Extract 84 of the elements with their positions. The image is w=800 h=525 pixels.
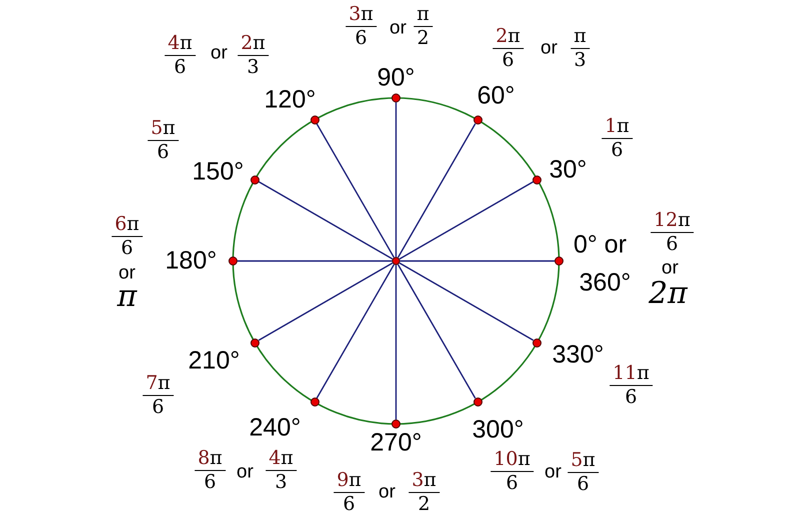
angle-label: 30° bbox=[549, 158, 587, 182]
fraction-denominator: 6 bbox=[342, 493, 356, 514]
or-label: or bbox=[210, 44, 228, 62]
radius-line bbox=[397, 123, 476, 258]
fraction-numerator: 6π bbox=[112, 215, 142, 237]
fraction-denominator: 6 bbox=[152, 396, 164, 417]
radius-line bbox=[397, 264, 476, 399]
fraction-denominator: 6 bbox=[610, 139, 624, 160]
or-label: or bbox=[540, 38, 558, 58]
fraction-denominator: 6 bbox=[502, 49, 514, 70]
angle-label: 270° bbox=[370, 430, 422, 456]
fraction-numerator: 10π bbox=[490, 450, 534, 472]
fraction-numerator: 3π bbox=[408, 471, 440, 493]
angle-label: 60° bbox=[477, 84, 515, 108]
fraction-denominator: 3 bbox=[274, 471, 288, 492]
fraction-denominator: 6 bbox=[354, 27, 368, 48]
fraction-numerator: 7π bbox=[142, 374, 174, 396]
or-label: or bbox=[118, 264, 136, 282]
fraction-numerator: 8π bbox=[194, 449, 226, 471]
radian-label: π bbox=[117, 282, 137, 312]
fraction-denominator: 2 bbox=[416, 27, 430, 48]
fraction-numerator: 12π bbox=[650, 211, 694, 233]
point-marker bbox=[310, 115, 319, 124]
fraction-numerator: 2π bbox=[238, 34, 268, 56]
center-point bbox=[392, 257, 400, 265]
angle-label: 330° bbox=[552, 342, 604, 368]
fraction-numerator: π bbox=[570, 27, 590, 49]
point-marker bbox=[532, 338, 542, 347]
point-marker bbox=[392, 420, 400, 428]
angle-label: 120° bbox=[264, 88, 316, 112]
radius-line bbox=[395, 102, 397, 257]
angle-label: 0° or bbox=[573, 232, 627, 258]
angle-label: 240° bbox=[249, 416, 301, 440]
point-marker bbox=[310, 398, 319, 407]
or-label: or bbox=[544, 462, 562, 482]
or-label: or bbox=[662, 258, 678, 278]
fraction-denominator: 2 bbox=[418, 493, 430, 514]
angle-label: 210° bbox=[188, 348, 240, 374]
radius-line bbox=[238, 260, 392, 262]
fraction-numerator: 5π bbox=[148, 119, 178, 141]
angle-label: 180° bbox=[165, 248, 217, 274]
fraction-denominator: 6 bbox=[624, 386, 638, 407]
radius-line bbox=[258, 181, 393, 260]
fraction-numerator: 5π bbox=[568, 451, 598, 473]
point-marker bbox=[250, 175, 260, 184]
angle-label: 360° bbox=[579, 270, 631, 296]
point-marker bbox=[392, 94, 400, 102]
fraction-denominator: 3 bbox=[246, 56, 260, 77]
radius-line bbox=[258, 262, 393, 341]
angle-label: 150° bbox=[192, 160, 244, 184]
point-marker bbox=[473, 115, 482, 124]
fraction-numerator: 11π bbox=[610, 364, 652, 386]
fraction-denominator: 3 bbox=[574, 49, 586, 70]
radius-line bbox=[316, 123, 395, 258]
radian-label: 2π bbox=[648, 279, 688, 309]
fraction-denominator: 6 bbox=[156, 141, 170, 162]
angle-label: 300° bbox=[472, 418, 524, 442]
fraction-numerator: π bbox=[414, 5, 432, 27]
fraction-numerator: 3π bbox=[346, 5, 376, 27]
radius-line bbox=[316, 264, 395, 399]
fraction-denominator: 6 bbox=[506, 472, 518, 493]
or-label: or bbox=[236, 462, 254, 482]
angle-label: 90° bbox=[377, 66, 415, 90]
fraction-numerator: 2π bbox=[492, 27, 524, 49]
point-marker bbox=[250, 338, 260, 347]
or-label: or bbox=[390, 18, 406, 38]
fraction-numerator: 4π bbox=[164, 34, 196, 56]
point-marker bbox=[473, 398, 482, 407]
fraction-numerator: 4π bbox=[266, 449, 296, 471]
radius-line bbox=[399, 262, 534, 341]
fraction-numerator: 1π bbox=[602, 117, 632, 139]
fraction-denominator: 6 bbox=[204, 471, 216, 492]
fraction-denominator: 6 bbox=[174, 56, 186, 77]
fraction-denominator: 6 bbox=[666, 233, 678, 254]
fraction-numerator: 9π bbox=[334, 471, 364, 493]
point-marker bbox=[554, 256, 564, 266]
or-label: or bbox=[378, 482, 396, 502]
radius-line bbox=[399, 181, 534, 260]
radius-line bbox=[400, 260, 554, 262]
point-marker bbox=[532, 175, 542, 184]
fraction-denominator: 6 bbox=[120, 237, 134, 258]
radius-line bbox=[395, 265, 397, 420]
fraction-denominator: 6 bbox=[576, 473, 590, 494]
point-marker bbox=[228, 256, 238, 266]
